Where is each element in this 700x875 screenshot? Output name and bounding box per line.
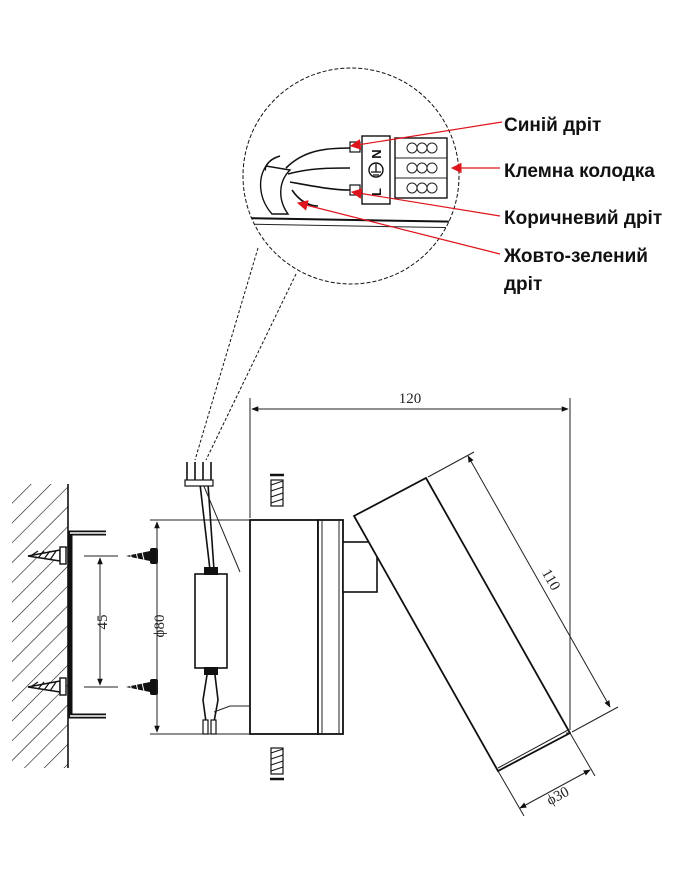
set-screw-bottom (270, 747, 284, 781)
callout-yellow-green-wire-line2: дріт (504, 274, 542, 295)
mounting-bracket (67, 530, 106, 719)
wire-pins (184, 462, 214, 487)
set-screw-top (270, 473, 284, 507)
screw-top (126, 548, 158, 564)
terminal-label-l: L (369, 188, 384, 196)
callout-terminal-block: Клемна колодка (504, 161, 655, 182)
wall-anchor-top (27, 546, 67, 565)
dimension-phi30-label: ϕ30 (544, 784, 572, 809)
lamp-head (352, 476, 572, 773)
callout-yellow-green-wire-line1: Жовто-зелений (503, 246, 648, 267)
zoom-leader (194, 247, 297, 461)
dimension-phi80-label: ϕ80 (152, 615, 168, 638)
dimension-45-label: 45 (95, 615, 111, 630)
callout-blue-wire: Синій дріт (504, 115, 601, 136)
callout-brown-wire: Коричневий дріт (504, 208, 662, 229)
led-driver (194, 483, 250, 735)
wall-base (249, 519, 378, 735)
wall-anchor-bottom (27, 677, 67, 696)
wiring-detail-circle: N L (242, 67, 460, 285)
terminal-block-icon (394, 137, 448, 199)
dimension-hole-spacing: 45 (84, 555, 118, 688)
dimension-base-diameter: ϕ80 (150, 519, 250, 735)
callout-leaders (296, 121, 503, 255)
screw-bottom (126, 679, 158, 695)
terminal-label-n: N (369, 149, 384, 158)
dimension-110-label: 110 (538, 566, 563, 593)
wall (12, 484, 69, 768)
dimension-120-label: 120 (399, 391, 422, 407)
